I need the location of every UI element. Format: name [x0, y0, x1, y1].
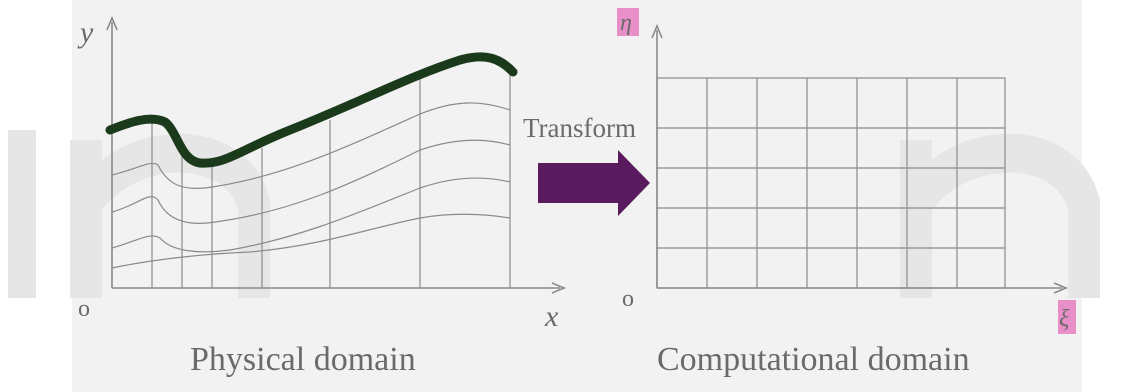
transform-arrow [538, 150, 650, 216]
physical-grid-columns [151, 72, 511, 288]
computational-grid [656, 77, 1006, 289]
physical-top-boundary [105, 52, 518, 168]
transform-group: Transform [523, 113, 650, 216]
computational-domain-caption: Computational domain [657, 341, 970, 378]
physical-origin-label: o [78, 296, 90, 322]
xi-axis-arrowhead [1053, 282, 1069, 294]
computational-origin-label: o [622, 286, 634, 312]
y-axis-arrowhead [106, 15, 118, 31]
x-axis-label: x [544, 300, 559, 333]
transform-label: Transform [523, 113, 636, 143]
xi-label-highlight [1058, 300, 1076, 334]
watermark [8, 130, 1100, 298]
eta-axis-label: η [620, 10, 632, 36]
computational-domain: η ξ o Computational domain [617, 8, 1076, 378]
x-axis-arrowhead [551, 282, 567, 294]
xi-axis-label: ξ [1059, 306, 1070, 332]
y-axis-label: y [77, 16, 94, 49]
physical-domain-caption: Physical domain [190, 341, 416, 378]
eta-label-highlight [617, 8, 639, 36]
physical-domain: y x o Physical domain [77, 15, 567, 378]
eta-axis-arrowhead [651, 23, 663, 39]
physical-grid-rows [111, 102, 511, 269]
